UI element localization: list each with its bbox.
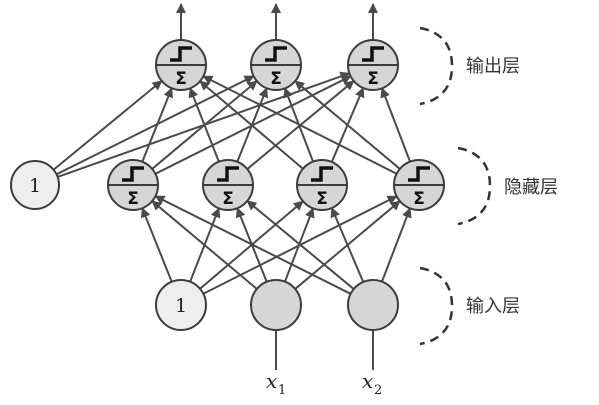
input-subscript: 1 <box>278 383 286 398</box>
input-bias-label: 1 <box>175 295 187 317</box>
step-icon <box>265 46 287 62</box>
input-to-hidden-edge <box>151 200 258 290</box>
hidden-bias-label: 1 <box>29 175 41 197</box>
step-icon <box>217 166 239 182</box>
connections <box>52 3 412 370</box>
input-to-hidden-edge <box>246 200 355 290</box>
hidden-neuron: Σ <box>296 159 348 211</box>
input-neuron <box>250 279 302 331</box>
hidden-to-output-edge <box>294 80 401 170</box>
input-to-hidden-edge <box>140 207 173 283</box>
output-layer-label: 输出层 <box>466 56 520 77</box>
hidden-to-output-edge <box>52 80 163 171</box>
input-layer-brace <box>419 266 454 346</box>
output-neuron: Σ <box>347 39 399 91</box>
sum-symbol: Σ <box>270 69 282 89</box>
hidden-neuron: Σ <box>393 159 445 211</box>
sum-symbol: Σ <box>127 189 139 209</box>
hidden-layer-brace <box>457 146 492 226</box>
output-neuron: Σ <box>250 39 302 91</box>
input-label-x2: x 2 <box>362 369 382 398</box>
input-label-x1: x 1 <box>266 369 286 398</box>
sum-symbol: Σ <box>316 189 328 209</box>
hidden-to-output-edge <box>188 87 220 163</box>
sum-symbol: Σ <box>222 189 234 209</box>
sum-symbol: Σ <box>413 189 425 209</box>
sum-symbol: Σ <box>367 69 379 89</box>
input-to-hidden-edge <box>154 195 352 295</box>
input-layer-label: 输入层 <box>466 296 520 317</box>
step-icon <box>408 166 430 182</box>
step-icon <box>122 166 144 182</box>
neurons: Σ Σ Σ Σ Σ Σ Σ <box>10 39 445 331</box>
input-to-hidden-edge <box>381 207 412 283</box>
hidden-to-output-edge <box>56 75 255 176</box>
input-var: x <box>266 369 277 393</box>
step-icon <box>311 166 333 182</box>
input-neuron <box>347 279 399 331</box>
hidden-to-output-edge <box>199 80 304 170</box>
output-layer-brace <box>419 26 454 106</box>
output-neuron: Σ <box>155 39 207 91</box>
input-var: x <box>362 369 373 393</box>
hidden-to-output-edge <box>202 75 398 175</box>
hidden-neuron: Σ <box>107 159 159 211</box>
hidden-neuron: Σ <box>202 159 254 211</box>
hidden-to-output-edge <box>380 87 411 163</box>
input-bias-neuron <box>155 279 207 331</box>
hidden-bias-neuron <box>10 160 60 210</box>
input-to-hidden-edge <box>330 207 365 283</box>
input-subscript: 2 <box>374 383 382 398</box>
step-icon <box>170 46 192 62</box>
step-icon <box>362 46 384 62</box>
hidden-to-output-edge <box>141 87 174 163</box>
sum-symbol: Σ <box>175 69 187 89</box>
hidden-layer-label: 隐藏层 <box>504 177 558 198</box>
